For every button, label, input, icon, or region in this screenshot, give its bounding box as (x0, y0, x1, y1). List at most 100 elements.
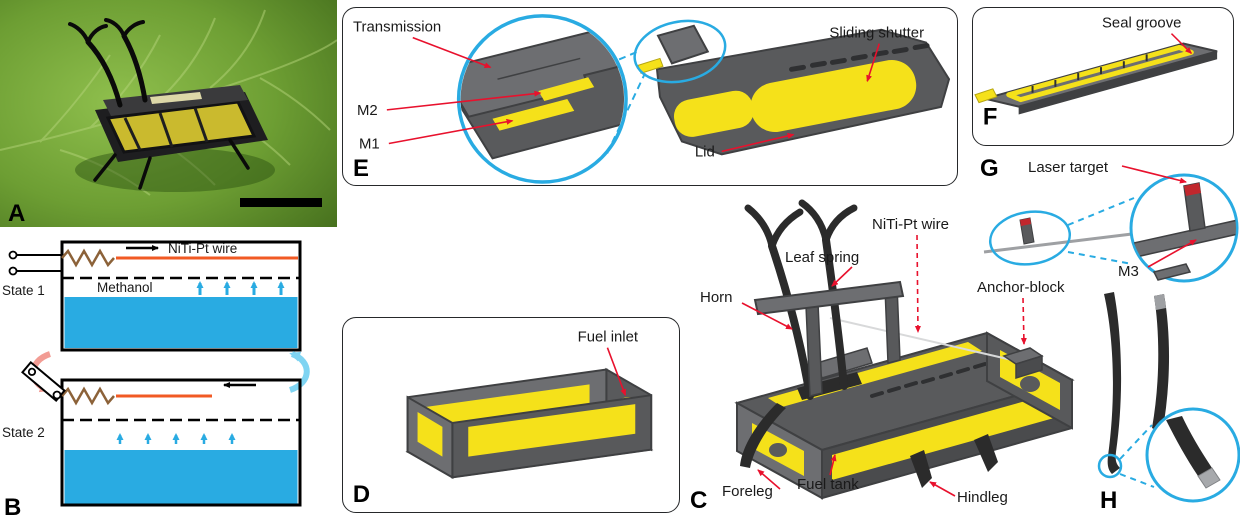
state-1-diagram: NiTi-Pt wire Methanol State 1 (2, 240, 302, 352)
carbon-rod (983, 232, 1133, 254)
scale-bar (240, 198, 322, 207)
leg-left (1104, 292, 1122, 474)
leader-m3 (1147, 239, 1197, 268)
leader-laser-target (1121, 165, 1187, 184)
label-sliding-shutter: Sliding shutter (829, 26, 924, 42)
panel-a-letter: A (8, 200, 25, 227)
label-m1: M1 (359, 136, 380, 152)
panel-h-letter: H (1100, 487, 1117, 514)
laser-target-small (1020, 218, 1031, 226)
leader-lid (721, 133, 795, 153)
label-methanol: Methanol (97, 280, 153, 295)
label-m3: M3 (1118, 263, 1139, 280)
leader-m1 (388, 118, 514, 145)
panel-g-laser-target: Laser target M3 G (972, 150, 1240, 288)
m2-magnet (538, 77, 595, 101)
label-laser-target: Laser target (1028, 159, 1109, 176)
lid-window-small (673, 90, 754, 137)
panel-d-letter: D (353, 481, 370, 508)
vapor-arrows-state1 (196, 281, 285, 295)
label-seal-groove: Seal groove (1102, 16, 1181, 32)
robot-legs (93, 138, 250, 190)
leader-seal-groove (1170, 33, 1193, 55)
hindleg-right (974, 434, 998, 472)
tank-outline-state2 (60, 378, 302, 507)
seal-tab (974, 88, 998, 104)
leader-hindleg (929, 481, 956, 497)
label-niti-pt-wire-c: NiTi-Pt wire (872, 216, 949, 233)
label-horn: Horn (700, 289, 733, 306)
zoom-source-circle-h (1097, 453, 1123, 479)
leg-tip-zoom-content (1166, 416, 1221, 489)
panel-c-letter: C (690, 487, 707, 514)
rod-assembly (983, 210, 1133, 266)
panel-h-legs: H (1096, 288, 1240, 519)
robot-photo (68, 18, 268, 190)
zoom-circle-laser (1129, 173, 1239, 283)
panel-f-seal: Seal groove F (972, 7, 1234, 146)
state-2-diagram: State 2 (2, 360, 302, 507)
label-state1: State 1 (2, 283, 45, 298)
panel-b-schematic: NiTi-Pt wire Methanol State 1 (0, 227, 337, 519)
latch-lever-state2 (21, 360, 66, 403)
label-leaf-spring: Leaf spring (785, 249, 859, 266)
panel-c-assembly: Leaf spring Horn NiTi-Pt wire Anchor-blo… (682, 188, 1094, 519)
leader-m2 (386, 90, 542, 111)
lid-window-large (750, 59, 917, 133)
zoom-connector-lines-h (1119, 424, 1155, 488)
label-transmission: Transmission (353, 20, 441, 36)
bias-spring-state2 (61, 386, 115, 406)
zoom-source-ellipse-g (988, 210, 1072, 266)
tank-outline-state1 (60, 240, 302, 352)
leg-tip-coating (1197, 467, 1221, 489)
methanol-liquid-state2 (64, 450, 298, 504)
shutter-lid-assembly (606, 19, 951, 156)
leaf-spring-bar (753, 280, 905, 316)
left-end-hole (769, 443, 787, 457)
panel-g-letter: G (980, 155, 999, 182)
front-wall-window (468, 404, 636, 457)
label-m2: M2 (357, 103, 378, 119)
leg-right (1152, 294, 1170, 434)
zoom-source-ellipse (633, 19, 727, 84)
label-anchor-block: Anchor-block (977, 279, 1065, 296)
label-lid: Lid (695, 144, 715, 160)
zoom-connector-lines (606, 50, 646, 154)
vapor-arrows-state2 (116, 433, 236, 444)
leader-horn (741, 302, 793, 330)
panel-e-shutter: Transmission M2 M1 Sliding shutter Lid E (342, 7, 958, 186)
panel-d-fuel-tank: Fuel inlet D (342, 317, 680, 513)
label-niti-pt-wire-b: NiTi-Pt wire (168, 241, 237, 256)
leader-anchor-block (1020, 297, 1027, 345)
seal-plate (974, 42, 1218, 115)
methanol-liquid-state1 (64, 297, 298, 348)
label-fuel-tank: Fuel tank (797, 476, 859, 493)
hindleg-left (910, 450, 932, 488)
fuel-tank-window (832, 393, 1054, 480)
leader-leaf-spring (831, 266, 853, 287)
m3-magnet-block (1152, 263, 1192, 281)
laser-zoom-content (1133, 182, 1236, 258)
leaf-spring-assembly (753, 280, 905, 397)
right-end-hole (1020, 376, 1040, 392)
panel-f-letter: F (983, 104, 998, 130)
panel-e-letter: E (353, 155, 369, 182)
leader-sliding-shutter (866, 43, 881, 83)
leader-transmission (412, 36, 492, 69)
leader-foreleg (757, 469, 781, 490)
label-fuel-inlet: Fuel inlet (578, 330, 639, 346)
cycle-arrow-up (288, 351, 310, 393)
panel-b-letter: B (4, 494, 21, 519)
label-hindleg: Hindleg (957, 489, 1008, 506)
bias-spring-state1 (61, 248, 115, 268)
groove-notches (1031, 54, 1148, 93)
panel-a-photo: A (0, 0, 337, 227)
laser-target-zoom (1184, 183, 1201, 196)
leader-fuel-inlet (606, 347, 627, 397)
label-state2: State 2 (2, 425, 45, 440)
robot-horns (68, 18, 148, 108)
fuel-tank-box (405, 367, 654, 480)
zoom-connector-lines-g (1067, 197, 1135, 265)
leader-niti-wire (914, 234, 921, 333)
